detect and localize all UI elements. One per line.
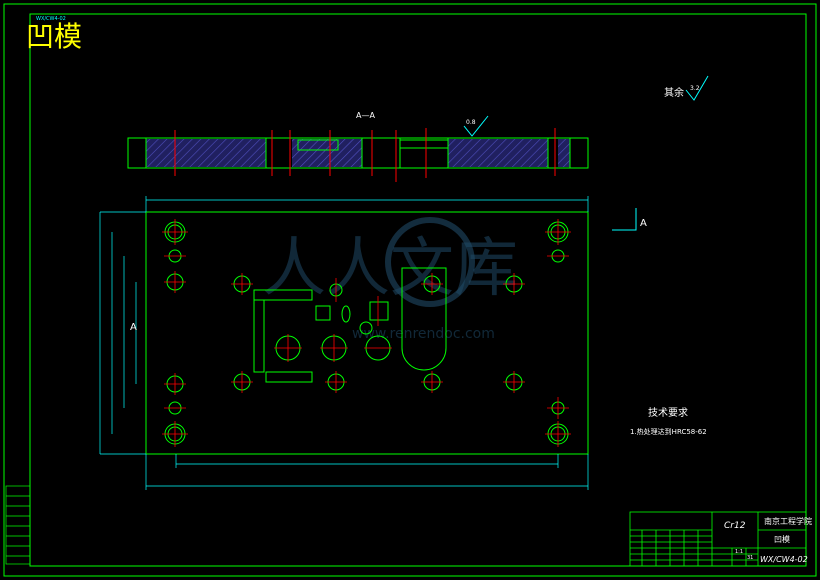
roughness-rest-value: 3.2 bbox=[690, 85, 700, 92]
section-label: A—A bbox=[356, 111, 375, 120]
tech-title: 技术要求 bbox=[648, 406, 688, 419]
die-plate-outline bbox=[145, 211, 589, 455]
plan-view: A A bbox=[99, 196, 647, 490]
view-label-right: A bbox=[640, 218, 647, 229]
part-name-cell: 凹模 bbox=[774, 534, 790, 544]
material-cell: Cr12 bbox=[724, 521, 746, 531]
watermark-cn: 人人文库 bbox=[262, 232, 518, 306]
section-outline bbox=[127, 137, 589, 169]
sheet-border bbox=[3, 3, 817, 577]
sheet-cell: 31 bbox=[747, 555, 753, 561]
watermark: 人人文库 www.renrendoc.com bbox=[262, 217, 518, 342]
school-cell: 南京工程学院 bbox=[764, 516, 812, 526]
section-view: A—A 0.8 bbox=[127, 111, 589, 182]
holes bbox=[162, 219, 571, 447]
tech-note: 1.热处理达到HRC58-62 bbox=[630, 427, 707, 436]
stamp-label: WX/CW4-02 bbox=[36, 16, 66, 22]
drawing-title: 凹模 bbox=[26, 20, 82, 53]
title-block: Cr12 南京工程学院 凹模 WX/CW4-02 1:1 31 bbox=[629, 511, 812, 567]
roughness-rest-label: 其余 bbox=[664, 86, 684, 99]
revision-table bbox=[5, 485, 31, 565]
watermark-en: www.renrendoc.com bbox=[352, 326, 495, 342]
roughness-top: 0.8 bbox=[466, 119, 476, 126]
inner-frame bbox=[29, 13, 807, 567]
scale-cell: 1:1 bbox=[735, 549, 743, 555]
drawing-number-cell: WX/CW4-02 bbox=[760, 555, 808, 564]
view-label-side: A bbox=[130, 322, 137, 333]
